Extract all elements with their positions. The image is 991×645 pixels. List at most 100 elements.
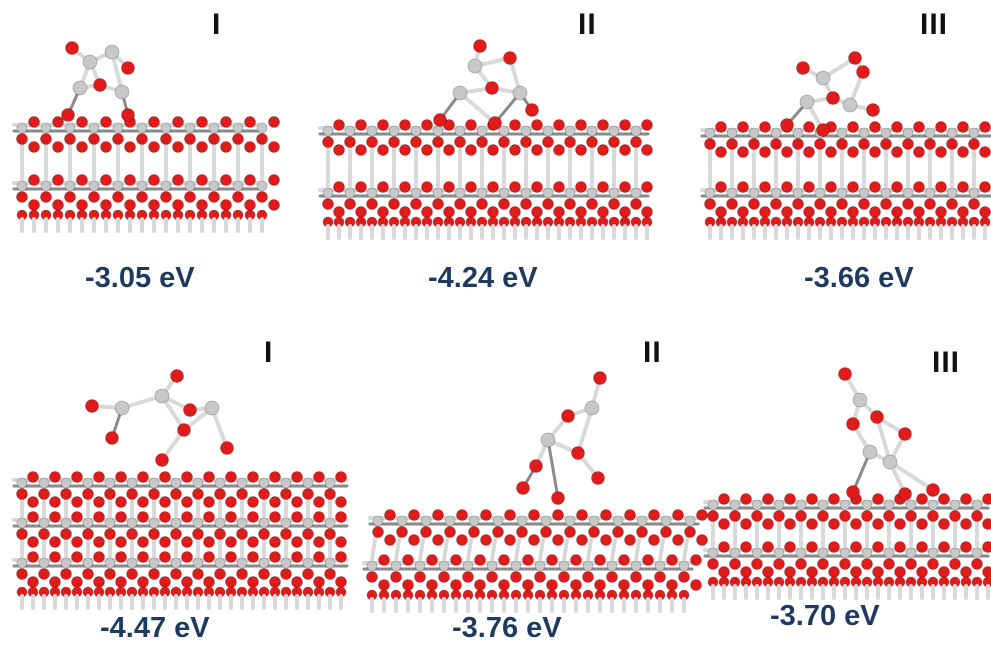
oxygen-atom [115, 536, 127, 548]
metal-atom [214, 517, 226, 529]
oxygen-atom [982, 518, 991, 530]
oxygen-atom [624, 534, 636, 546]
metal-atom [344, 187, 356, 199]
oxygen-atom [759, 181, 771, 193]
metal-atom [454, 187, 466, 199]
oxygen-atom [177, 423, 191, 437]
oxygen-atom [236, 568, 248, 580]
oxygen-atom [504, 534, 516, 546]
metal-atom [414, 560, 426, 572]
metal-atom [520, 187, 532, 199]
oxygen-atom [960, 493, 972, 505]
oxygen-atom [220, 199, 232, 211]
bond [875, 415, 892, 464]
oxygen-atom [181, 471, 193, 483]
oxygen-atom [858, 198, 870, 210]
oxygen-atom [384, 534, 396, 546]
oxygen-atom [474, 579, 486, 591]
adsorption-energy: -4.24 eV [428, 262, 538, 294]
oxygen-atom [414, 571, 426, 583]
oxygen-atom [748, 138, 760, 150]
metal-atom [280, 477, 292, 489]
metal-atom [924, 187, 936, 199]
oxygen-atom [480, 509, 492, 521]
oxygen-atom [597, 206, 609, 218]
oxygen-atom [390, 571, 402, 583]
metal-atom [542, 125, 554, 137]
oxygen-atom [443, 144, 455, 156]
oxygen-atom [522, 554, 534, 566]
oxygen-atom [762, 493, 774, 505]
oxygen-atom [454, 136, 466, 148]
oxygen-atom [726, 138, 738, 150]
oxygen-atom [220, 141, 232, 153]
oxygen-atom [426, 579, 438, 591]
metal-atom [114, 84, 130, 100]
oxygen-atom [159, 511, 171, 523]
metal-atom [396, 515, 408, 527]
oxygen-atom [27, 496, 39, 508]
oxygen-atom [678, 571, 690, 583]
molecular-structure-bot-2 [362, 371, 708, 613]
oxygen-atom [570, 579, 582, 591]
metal-atom [707, 499, 719, 511]
metal-atom [773, 547, 785, 559]
oxygen-atom [575, 144, 587, 156]
oxygen-atom [737, 206, 749, 218]
metal-atom [344, 125, 356, 137]
oxygen-atom [792, 138, 804, 150]
oxygen-atom [690, 554, 702, 566]
oxygen-atom [817, 558, 829, 570]
oxygen-atom [641, 206, 653, 218]
oxygen-atom [487, 206, 499, 218]
oxygen-atom [836, 198, 848, 210]
oxygen-atom [642, 554, 654, 566]
oxygen-atom [302, 568, 314, 580]
oxygen-atom [100, 141, 112, 153]
oxygen-atom [196, 199, 208, 211]
bond [888, 460, 935, 492]
oxygen-atom [236, 528, 248, 540]
metal-atom [773, 499, 785, 511]
oxygen-atom [509, 144, 521, 156]
oxygen-atom [148, 488, 160, 500]
oxygen-atom [408, 509, 420, 521]
metal-atom [516, 515, 528, 527]
oxygen-atom [770, 138, 782, 150]
oxygen-atom [335, 496, 347, 508]
oxygen-atom [268, 116, 280, 128]
oxygen-atom [170, 568, 182, 580]
metal-atom [88, 122, 100, 134]
oxygen-atom [591, 471, 605, 485]
oxygen-atom [957, 121, 969, 133]
oxygen-atom [324, 568, 336, 580]
oxygen-atom [372, 526, 384, 538]
oxygen-atom [968, 198, 980, 210]
oxygen-atom [183, 403, 197, 417]
panel-label: I [264, 336, 274, 369]
oxygen-atom [880, 198, 892, 210]
metal-atom [858, 127, 870, 139]
oxygen-atom [93, 78, 107, 92]
oxygen-atom [181, 576, 193, 588]
oxygen-atom [795, 510, 807, 522]
metal-atom [372, 515, 384, 527]
oxygen-atom [410, 198, 422, 210]
oxygen-atom [40, 191, 52, 203]
metal-atom [861, 547, 873, 559]
oxygen-atom [913, 206, 925, 218]
oxygen-atom [926, 483, 940, 497]
oxygen-atom [938, 566, 950, 578]
oxygen-atom [492, 526, 504, 538]
oxygen-atom [324, 528, 336, 540]
oxygen-atom [946, 138, 958, 150]
metal-atom [324, 517, 336, 529]
oxygen-atom [825, 146, 837, 158]
oxygen-atom [225, 496, 237, 508]
oxygen-atom [666, 579, 678, 591]
oxygen-atom [355, 119, 367, 131]
oxygen-atom [214, 568, 226, 580]
metal-atom [136, 180, 148, 192]
oxygen-atom [366, 198, 378, 210]
metal-atom [608, 187, 620, 199]
